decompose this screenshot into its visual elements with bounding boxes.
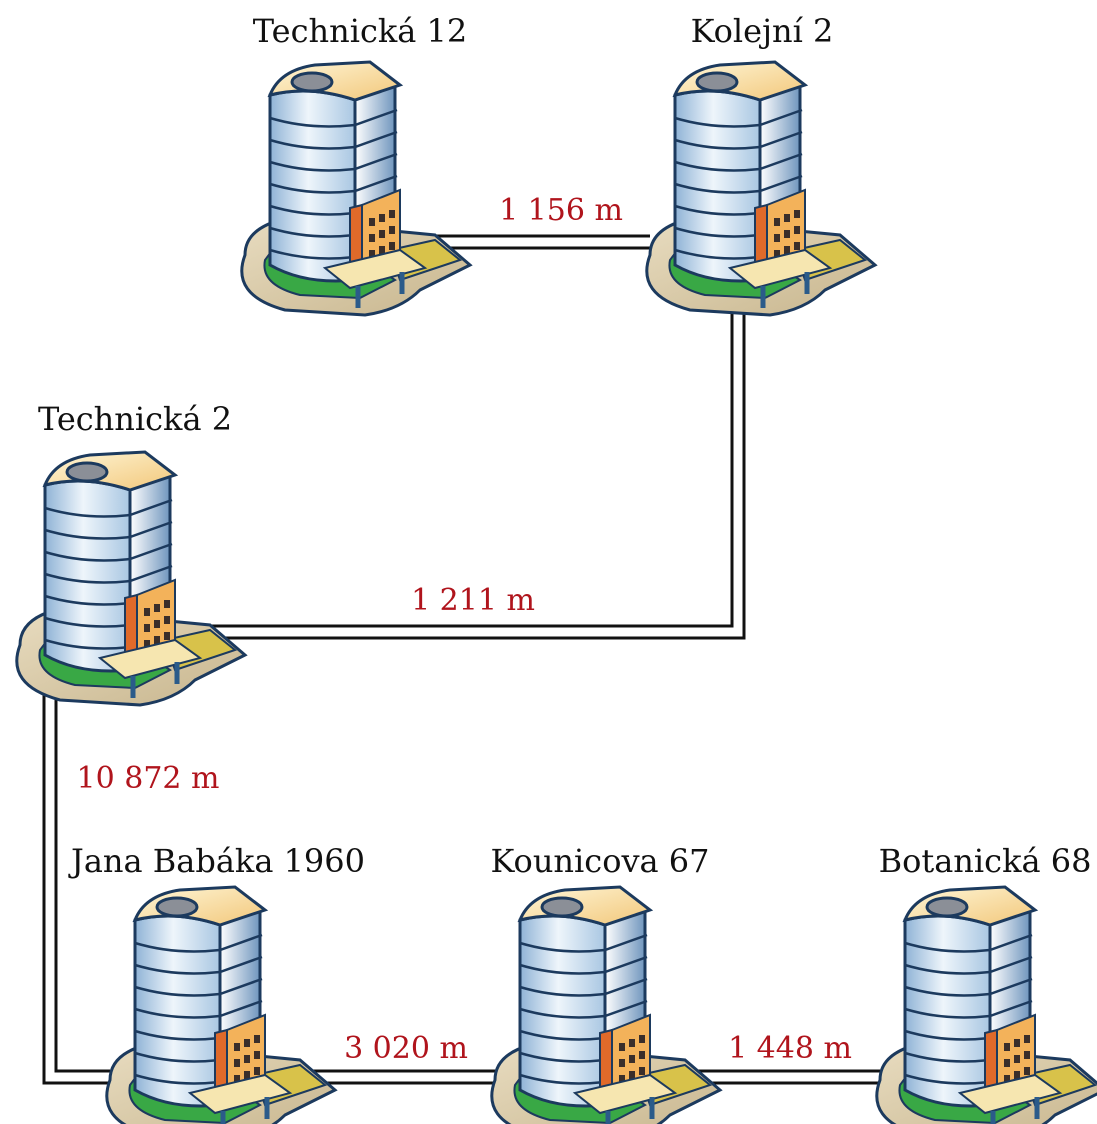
- office-building-icon: [647, 62, 875, 315]
- distance-label-koleji2-technicka2: 1 211 m: [411, 583, 535, 618]
- building-technicka12: Technická 12: [242, 12, 470, 315]
- building-kounicova: Kounicova 67: [491, 842, 721, 1124]
- building-botanicka: Botanická 68: [877, 842, 1097, 1124]
- building-babaka: Jana Babáka 1960: [68, 842, 365, 1124]
- distance-label-technicka12-koleji2: 1 156 m: [499, 193, 623, 228]
- building-koleji2: Kolejní 2: [647, 12, 875, 315]
- office-building-icon: [492, 887, 720, 1124]
- distance-label-kounicova-botanicka: 1 448 m: [728, 1031, 852, 1066]
- cable-technicka2-babaka: [42, 670, 110, 1085]
- building-label-koleji2: Kolejní 2: [691, 12, 834, 50]
- office-building-icon: [17, 452, 245, 705]
- office-building-icon: [242, 62, 470, 315]
- building-label-technicka2: Technická 2: [38, 400, 232, 438]
- building-label-kounicova: Kounicova 67: [491, 842, 710, 880]
- distance-label-babaka-kounicova: 3 020 m: [344, 1031, 468, 1066]
- building-technicka2: Technická 2: [17, 400, 245, 705]
- building-label-babaka: Jana Babáka 1960: [68, 842, 365, 880]
- building-label-botanicka: Botanická 68: [879, 842, 1092, 880]
- distance-label-technicka2-babaka: 10 872 m: [77, 761, 220, 796]
- cable-koleji2-technicka2: [195, 280, 746, 640]
- office-building-icon: [877, 887, 1097, 1124]
- office-building-icon: [107, 887, 335, 1124]
- building-label-technicka12: Technická 12: [253, 12, 467, 50]
